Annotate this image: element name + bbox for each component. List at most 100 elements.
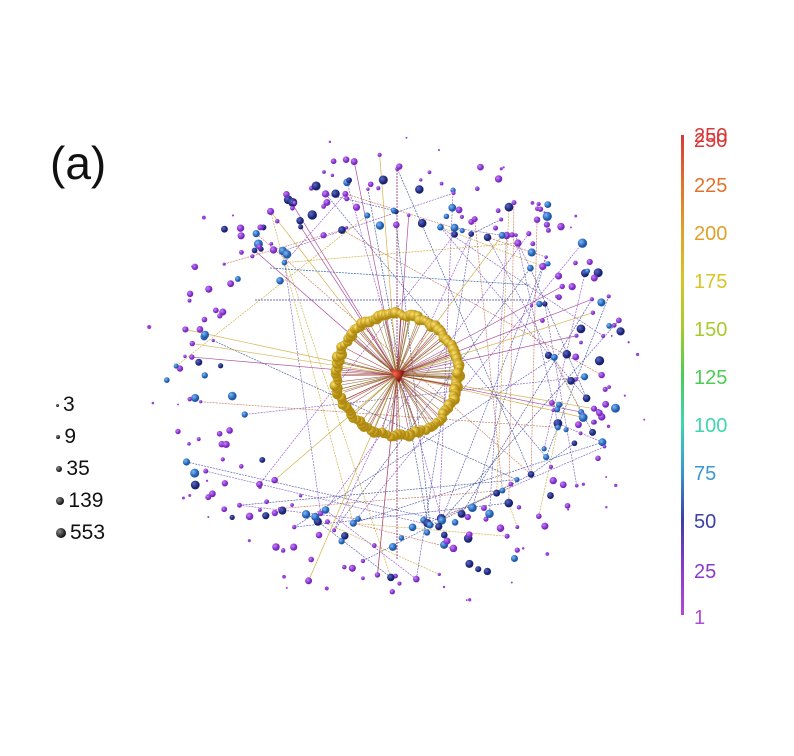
graph-edge xyxy=(440,226,604,337)
graph-node xyxy=(537,206,544,212)
graph-node xyxy=(569,226,572,229)
graph-edge xyxy=(345,193,463,231)
graph-node xyxy=(282,574,287,579)
graph-node xyxy=(499,487,506,494)
hub-edge xyxy=(396,351,452,376)
graph-node xyxy=(509,232,515,238)
color-legend-tick: 125 xyxy=(694,367,728,389)
graph-node xyxy=(550,353,558,361)
graph-edge xyxy=(192,343,398,376)
graph-node xyxy=(437,516,447,525)
graph-node xyxy=(281,259,288,266)
hub-edge xyxy=(337,374,398,386)
graph-node xyxy=(229,514,235,521)
graph-node xyxy=(555,294,559,299)
hub-edge xyxy=(396,374,410,433)
graph-node xyxy=(590,274,598,282)
graph-node xyxy=(536,201,541,207)
hub-edge xyxy=(396,319,411,376)
graph-edge xyxy=(255,233,532,475)
graph-node xyxy=(307,210,317,220)
graph-node xyxy=(601,333,606,339)
hub-edge xyxy=(396,374,401,435)
graph-node xyxy=(201,330,210,339)
size-legend-item: 139 xyxy=(56,489,103,513)
graph-node xyxy=(559,283,565,290)
graph-edge xyxy=(353,242,583,524)
graph-node xyxy=(562,349,572,359)
graph-node xyxy=(342,564,347,570)
graph-edge xyxy=(176,215,368,367)
graph-node xyxy=(269,246,278,254)
hub-edge xyxy=(396,374,442,412)
graph-node xyxy=(459,214,464,219)
graph-node xyxy=(405,136,408,139)
graph-node xyxy=(610,335,613,337)
graph-node xyxy=(413,575,420,583)
graph-node xyxy=(236,224,245,232)
hub-edge xyxy=(341,371,398,376)
graph-node xyxy=(577,238,588,248)
graph-node xyxy=(440,531,448,539)
graph-node xyxy=(493,225,499,231)
graph-node xyxy=(182,326,189,333)
graph-node xyxy=(568,283,576,291)
graph-edge xyxy=(396,312,594,376)
graph-node xyxy=(627,341,630,344)
graph-node xyxy=(272,543,280,551)
size-legend-label: 3 xyxy=(63,393,75,416)
graph-node xyxy=(321,190,330,198)
hub-edge xyxy=(353,332,398,376)
graph-node xyxy=(205,479,209,482)
graph-node xyxy=(241,411,248,418)
hub-node xyxy=(389,369,405,383)
graph-node xyxy=(417,218,427,228)
graph-node xyxy=(234,276,241,282)
graph-node xyxy=(526,231,532,237)
graph-node xyxy=(514,239,522,247)
graph-node xyxy=(328,140,332,144)
hub-edge xyxy=(396,374,441,418)
graph-node xyxy=(408,523,417,532)
graph-node xyxy=(237,502,242,508)
graph-node xyxy=(271,476,278,484)
graph-node xyxy=(207,515,210,519)
graph-edge xyxy=(530,219,538,475)
graph-node xyxy=(530,200,535,205)
graph-node xyxy=(271,509,279,517)
graph-node xyxy=(504,498,514,508)
graph-node xyxy=(324,519,331,525)
graph-edge xyxy=(213,340,518,480)
graph-node xyxy=(606,294,611,299)
graph-node xyxy=(419,178,423,182)
hub-edge xyxy=(388,374,398,434)
hub-edge xyxy=(396,318,407,376)
color-legend-tick: 100 xyxy=(694,415,728,437)
graph-edge xyxy=(489,235,508,514)
graph-node xyxy=(581,482,586,486)
hub-edge xyxy=(362,374,398,421)
graph-node xyxy=(348,564,356,572)
graph-edge xyxy=(362,474,532,562)
graph-node xyxy=(602,400,610,408)
graph-node xyxy=(543,221,550,228)
graph-node xyxy=(514,477,520,483)
graph-node xyxy=(238,464,244,469)
graph-node xyxy=(545,227,551,233)
graph-edge xyxy=(279,490,503,509)
graph-node xyxy=(545,261,551,267)
hub-edge xyxy=(370,374,398,427)
graph-edge xyxy=(282,192,454,252)
graph-node xyxy=(320,232,327,239)
graph-node xyxy=(366,187,370,191)
graph-node xyxy=(616,327,625,336)
graph-node xyxy=(564,502,571,509)
graph-node xyxy=(510,581,513,584)
graph-node xyxy=(563,427,569,433)
graph-node xyxy=(443,537,451,545)
graph-edge xyxy=(284,193,346,263)
graph-edge xyxy=(294,357,555,528)
graph-node xyxy=(364,212,371,219)
hub-edge xyxy=(396,325,431,376)
